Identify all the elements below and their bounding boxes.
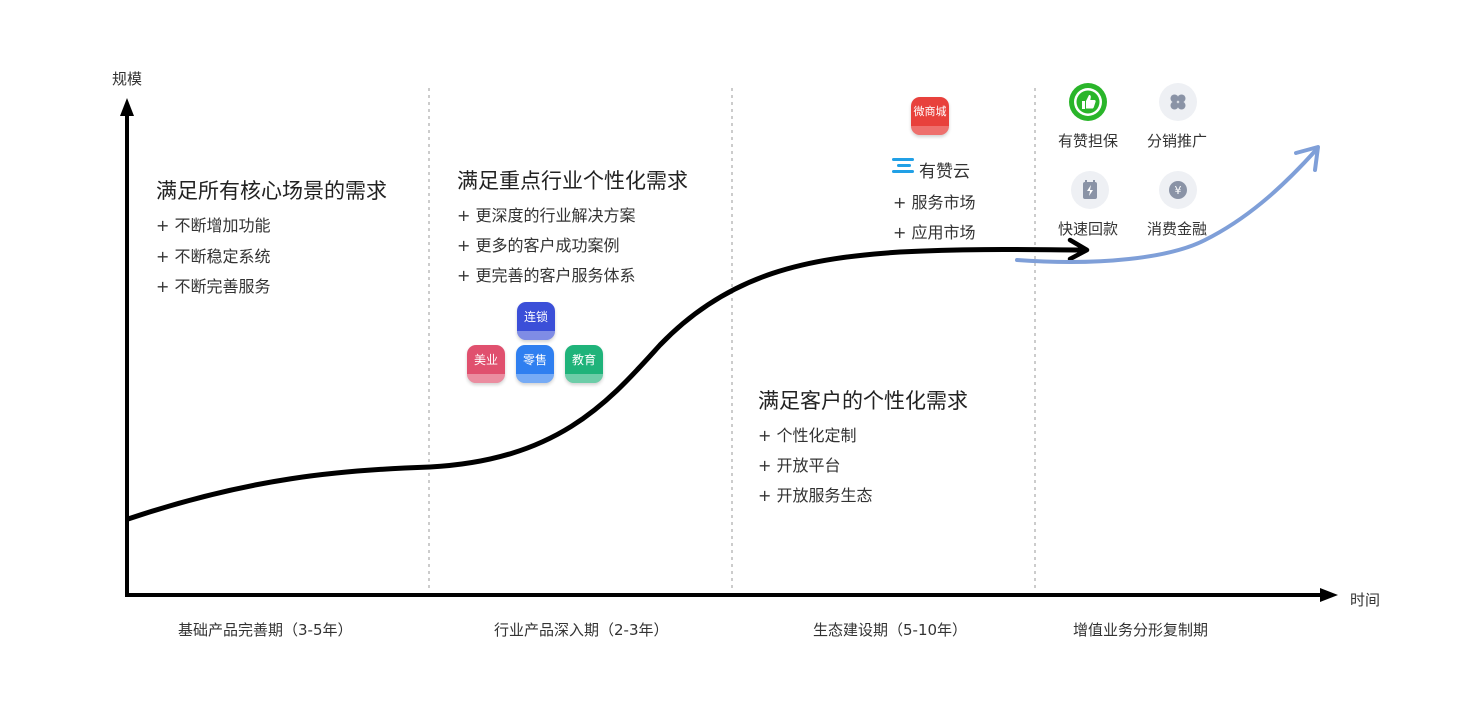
phase3-heading: 满足客户的个性化需求 [758,389,968,413]
phase1-heading: 满足所有核心场景的需求 [156,179,387,203]
phase-label-foundation: 基础产品完善期（3-5年） [178,621,353,639]
chain-store-app-icon: 连锁 [517,302,555,340]
phase2-heading: 满足重点行业个性化需求 [457,169,688,193]
yen-coin-icon: ¥ [1159,171,1197,209]
beauty-app-label: 美业 [473,353,498,367]
phase-label-industry: 行业产品深入期（2-3年） [494,621,669,639]
phase2-bullet-2: + 更多的客户成功案例 [457,236,620,255]
svg-text:¥: ¥ [1175,184,1182,197]
service-label-guarantee: 有赞担保 [1058,132,1119,150]
four-leaf-icon [1159,83,1197,121]
beauty-app-icon: 美业 [467,345,505,383]
phase-label-ecosystem: 生态建设期（5-10年） [813,621,968,639]
phase2-bullet-1: + 更深度的行业解决方案 [457,206,636,225]
value-added-growth-arrow [1015,148,1318,264]
x-axis-arrowhead [1320,588,1338,602]
phase1-bullet-2: + 不断稳定系统 [156,247,271,266]
youzan-cloud-label: 有赞云 [919,162,970,182]
phase1-bullet-1: + 不断增加功能 [156,216,271,235]
y-axis-label: 规模 [112,70,143,88]
cloud-item-service-market: + 服务市场 [893,193,976,212]
y-axis-arrowhead [120,98,134,116]
weishangcheng-app-icon: 微商城 [911,97,949,135]
youzan-cloud-icon [892,157,914,175]
retail-app-label: 零售 [522,353,547,367]
value-added-arrowhead [1294,145,1320,172]
chain-store-app-label: 连锁 [523,310,548,324]
education-app-icon: 教育 [565,345,603,383]
thumbs-up-shield-icon [1069,83,1107,121]
service-label-consumer-finance: 消费金融 [1147,220,1208,238]
lightning-calendar-icon [1071,171,1109,209]
growth-curve-arrowhead [1067,237,1090,262]
service-label-distribution: 分销推广 [1147,132,1208,150]
service-label-fast-payback: 快速回款 [1058,220,1119,238]
cloud-item-app-market: + 应用市场 [893,223,976,242]
phase3-bullet-2: + 开放平台 [758,456,841,475]
phase2-bullet-3: + 更完善的客户服务体系 [457,266,636,285]
phase3-bullet-1: + 个性化定制 [758,426,857,445]
phase-label-value-added: 增值业务分形复制期 [1073,621,1209,639]
phase3-bullet-3: + 开放服务生态 [758,486,873,505]
education-app-label: 教育 [571,353,596,367]
growth-curve [125,247,1085,522]
weishangcheng-app-label: 微商城 [913,105,947,118]
phase1-bullet-3: + 不断完善服务 [156,277,271,296]
retail-app-icon: 零售 [516,345,554,383]
x-axis-label: 时间 [1350,591,1381,609]
